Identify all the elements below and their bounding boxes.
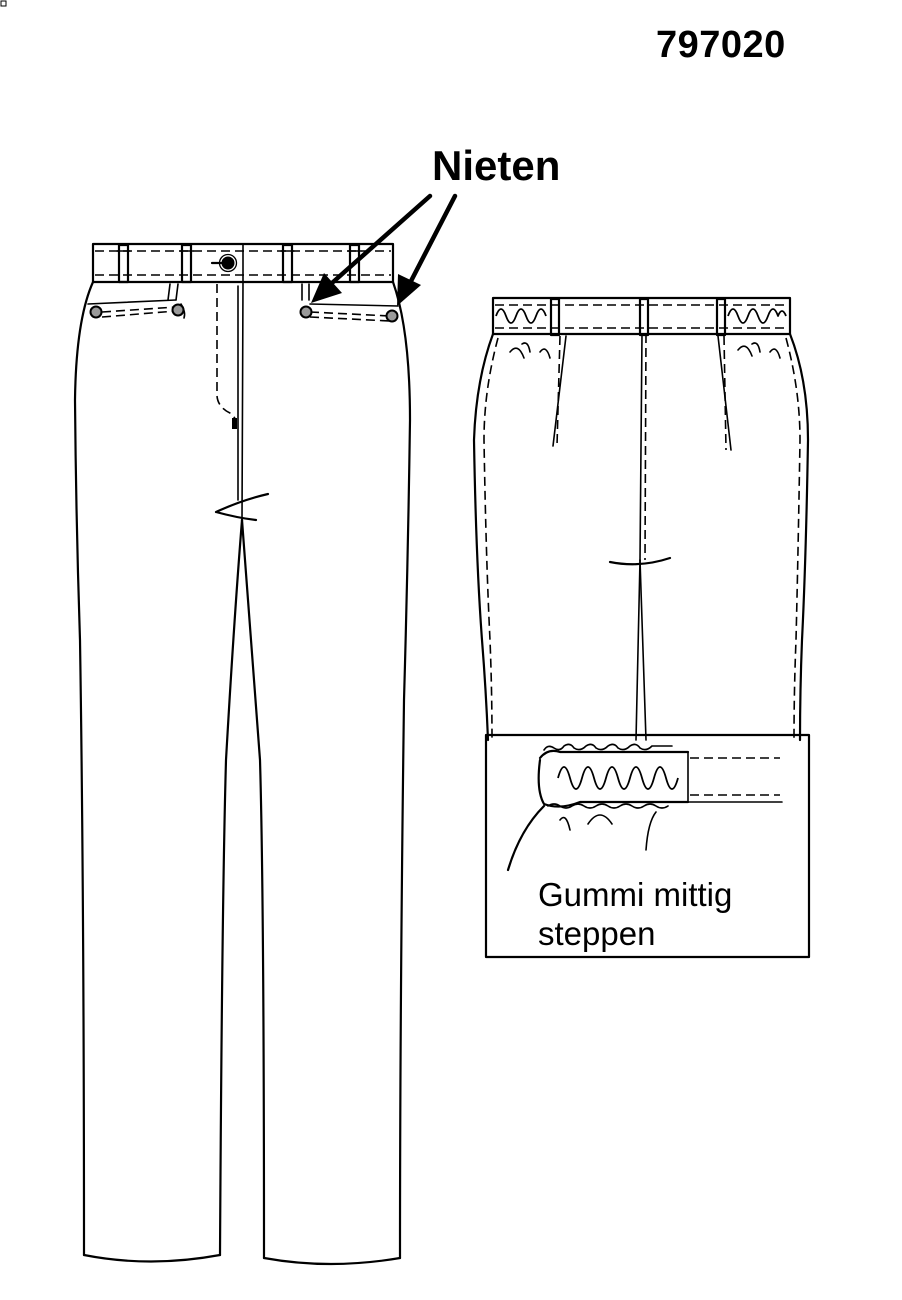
elastic-gathering-left [495, 308, 547, 324]
belt-loop [549, 297, 561, 337]
front-left-pocket-rivet-outer [89, 305, 103, 319]
front-left-leg-outline [73, 280, 95, 1257]
back-dart-left [552, 335, 567, 447]
corner-mark [0, 0, 7, 7]
back-view-trousers [472, 296, 810, 742]
detail-note-line1: Gummi mittig [538, 876, 733, 913]
arrow-head-outer-rivet [397, 274, 421, 306]
detail-elastic-gathering [557, 766, 679, 790]
back-waistband [491, 296, 792, 336]
belt-loop [348, 243, 361, 284]
front-belt-loops [116, 243, 362, 284]
fly-topstitch [216, 284, 237, 421]
belt-loop [715, 297, 727, 337]
waistband-button [221, 256, 235, 270]
belt-loop [638, 297, 650, 337]
belt-loop [117, 243, 130, 284]
front-left-pocket [87, 283, 186, 319]
front-view-trousers [73, 242, 412, 1266]
back-belt-loops [549, 297, 727, 337]
belt-loop [281, 243, 294, 284]
front-left-pocket-rivet-inner [171, 303, 185, 317]
back-right-outline [788, 332, 810, 742]
detail-note-line2: steppen [538, 915, 656, 952]
belt-loop [180, 243, 193, 284]
front-pocket-rivet-outer [385, 309, 399, 323]
front-right-leg-outline [391, 280, 412, 1260]
article-number: 797020 [656, 24, 786, 66]
center-front-seam [241, 281, 244, 521]
back-seat-curve [608, 556, 672, 566]
center-back-seam [639, 333, 643, 561]
front-waistband [91, 242, 395, 284]
elastic-detail-box [484, 733, 811, 959]
front-pocket-rivet-inner [299, 305, 313, 319]
front-right-pocket [301, 283, 399, 322]
arrow-head-inner-rivet [311, 273, 342, 303]
elastic-gathering-right [727, 308, 787, 324]
crotch-fold-mark [214, 492, 270, 522]
callout-label-nieten: Nieten [432, 142, 561, 189]
callout-arrows [311, 193, 458, 306]
back-left-outline [472, 332, 495, 742]
